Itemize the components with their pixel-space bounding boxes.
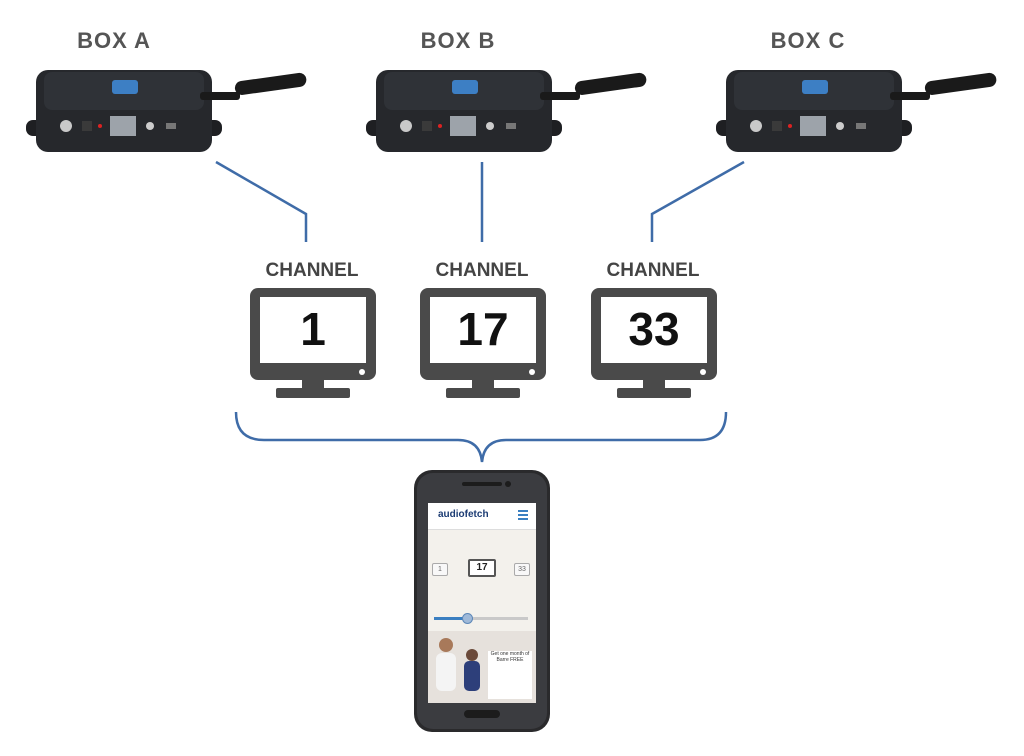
- channel-1-number: 1: [300, 303, 326, 355]
- menu-icon[interactable]: [518, 510, 528, 520]
- box-a-label: BOX A: [77, 28, 151, 53]
- box-a-device: [26, 70, 307, 152]
- app-channel-button[interactable]: 1: [432, 563, 448, 576]
- ad-banner[interactable]: Get one month of Barre FREE: [428, 631, 536, 703]
- connector-box-a: [215, 160, 308, 242]
- channel-33-number: 33: [628, 303, 680, 355]
- monitor-icon: [591, 288, 717, 398]
- channel-17-number: 17: [457, 303, 509, 355]
- box-b-device: [366, 70, 647, 152]
- app-channel-button[interactable]: 33: [514, 563, 530, 576]
- audio-box-icon: [716, 70, 997, 152]
- phone-screen: audiofetch 1 17 33 Get one month of Barr…: [428, 503, 536, 703]
- channel-1-label: CHANNEL: [265, 260, 359, 281]
- channel-33-label: CHANNEL: [606, 260, 700, 281]
- connector-box-c: [650, 160, 745, 242]
- ad-text: Get one month of Barre FREE: [488, 651, 532, 699]
- app-brand-logo: audiofetch: [438, 509, 489, 520]
- box-b-label: BOX B: [420, 28, 496, 53]
- box-c-label: BOX C: [770, 28, 846, 53]
- volume-slider[interactable]: [434, 613, 528, 624]
- volume-knob[interactable]: [461, 613, 473, 624]
- audio-box-icon: [366, 70, 647, 152]
- monitor-icon: [250, 288, 376, 398]
- audio-box-icon: [26, 70, 307, 152]
- ad-people-image: [436, 638, 480, 691]
- box-c-device: [716, 70, 997, 152]
- bracket: [234, 411, 728, 463]
- monitor-icon: [420, 288, 546, 398]
- volume-fill: [434, 617, 467, 620]
- app-header: audiofetch: [428, 503, 536, 530]
- channel-17-label: CHANNEL: [435, 260, 529, 281]
- app-selected-channel[interactable]: 17: [468, 559, 496, 577]
